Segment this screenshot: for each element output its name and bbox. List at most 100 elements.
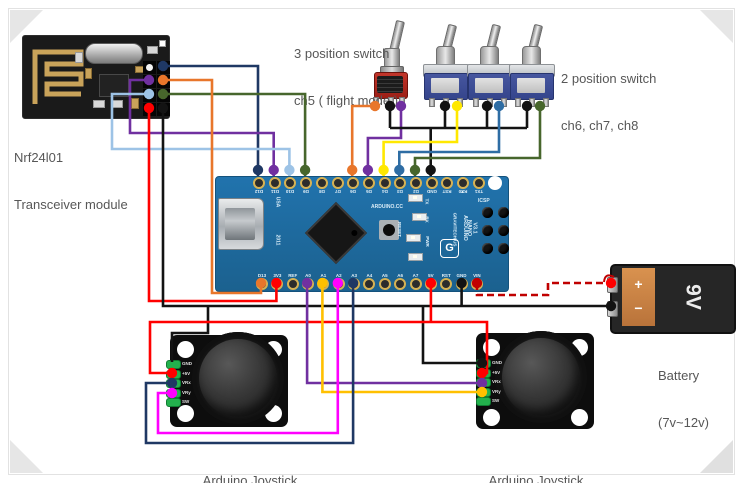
antenna-trace [32, 49, 84, 104]
nrf-pin-csn [143, 89, 156, 102]
arduino-pin-label-d8: D8 [318, 189, 325, 194]
silk-pwr: PWR [424, 236, 430, 247]
arduino-pin-gnd-hole [455, 278, 468, 290]
corner-fold-bottom-right [700, 440, 733, 473]
arduino-pin-d11-hole [268, 177, 281, 189]
joystick-pin-5v [476, 368, 491, 378]
arduino-pin-d2-hole [410, 177, 422, 189]
arduino-pin-a0-hole [302, 278, 315, 290]
arduino-pin-d4-hole [378, 177, 391, 189]
silk-year: 2011 [274, 234, 281, 246]
led-pwr [408, 253, 423, 261]
arduino-pin-d9-hole [300, 177, 313, 189]
arduino-pin-label-d9: D9 [303, 189, 309, 194]
arduino-pin-3v3-hole [271, 278, 284, 290]
nrf-pin-mosi [143, 75, 156, 88]
joystick-pin-sw [166, 398, 181, 408]
arduino-pin-label-rst: RST [441, 273, 451, 278]
silk-rx: RX [424, 216, 430, 223]
arduino-pin-label-a6: A6 [397, 273, 404, 278]
caption-battery-line2: (7v~12v) [658, 414, 709, 430]
arduino-pin-label-gnd: GND [426, 189, 437, 194]
arduino-pin-label-d5: D5 [366, 189, 372, 194]
joystick-pin-label: SW [182, 399, 190, 405]
caption-2pos-switch: 2 position switch ch6, ch7, ch8 [561, 40, 656, 164]
arduino-pin-label-rst: RST [442, 189, 452, 194]
arduino-pin-a4-hole [363, 278, 376, 290]
arduino-pin-d8-hole [315, 177, 328, 189]
arduino-pin-rst-hole [441, 177, 454, 189]
battery-9v: + − 9V [607, 264, 736, 334]
battery-voltage-label: 9V [681, 284, 705, 310]
nrf-pin-hole [143, 61, 156, 74]
joystick-pin-label: GND [182, 361, 192, 366]
arduino-pin-label-d13: D13 [257, 273, 267, 278]
arduino-nano-board: USA 2011 ARDUINO.CC RESET TX RX PWR GRAV… [215, 176, 509, 292]
joystick-pin-label: GND [492, 360, 502, 365]
arduino-pin-d5-hole [362, 177, 375, 189]
mini-usb-port [218, 198, 264, 250]
arduino-pin-label-d11: D11 [270, 189, 279, 194]
corner-fold-top-right [700, 10, 733, 43]
minus-sign: − [634, 300, 643, 316]
silk-brand: ARDUINO.CC [371, 204, 403, 210]
joystick-pin-label: SW [492, 398, 500, 404]
battery-positive-terminal [607, 277, 618, 293]
crystal-oscillator [85, 43, 143, 64]
nrf-pin-ce [157, 89, 170, 102]
arduino-pin-label-d6: D6 [350, 189, 357, 194]
joystick-pin-label: +5V [492, 369, 501, 375]
caption-3pos-line1: 3 position switch [294, 46, 390, 61]
nrf-chip [99, 74, 129, 97]
joystick-pin-label: VRx [492, 379, 501, 385]
corner-fold-bottom-left [10, 440, 43, 473]
arduino-pin-label-a3: A3 [351, 273, 357, 278]
joystick-pin-5v [166, 369, 181, 379]
arduino-pin-a6-hole [394, 278, 407, 290]
joystick-pin-vry [166, 388, 181, 398]
toggle-switch-ch7 [467, 23, 513, 107]
arduino-pin-label-a0: A0 [305, 273, 311, 278]
joystick-pin-vry [476, 387, 491, 397]
arduino-pin-ref-hole [286, 278, 299, 290]
caption-nrf-line1: Nrf24l01 [14, 150, 64, 165]
nrf-pin-gnd [157, 103, 170, 116]
arduino-pin-label-5v: 5V [428, 273, 434, 278]
arduino-pin-tx1-hole [472, 177, 485, 189]
arduino-pin-label-a7: A7 [412, 273, 419, 278]
arduino-pin-label-a2: A2 [335, 273, 342, 278]
page-border [8, 8, 735, 475]
arduino-pin-a1-hole [317, 278, 330, 290]
nrf-pin-miso [157, 75, 170, 88]
reset-button [383, 224, 395, 236]
joystick-pin-gnd [166, 360, 181, 369]
arduino-pin-d13-hole [256, 278, 268, 290]
arduino-pin-label-rx0: RX0 [458, 189, 468, 194]
arduino-pin-rst-hole [440, 278, 453, 290]
plus-sign: + [634, 276, 643, 292]
joystick-pin-label: +5V [182, 370, 191, 376]
arduino-pin-label-d10: D10 [286, 189, 295, 194]
caption-2pos-line2: ch6, ch7, ch8 [561, 117, 639, 133]
caption-battery: Battery (7v~12v) [658, 337, 709, 461]
arduino-pin-label-a1: A1 [320, 273, 327, 278]
joystick-pin-gnd [476, 359, 491, 368]
led-l [406, 234, 421, 242]
toggle-switch-ch8 [509, 23, 555, 107]
silk-tx: TX [424, 198, 430, 205]
arduino-pin-d7-hole [331, 177, 344, 189]
arduino-pin-d12-hole [253, 177, 265, 189]
arduino-pin-label-tx1: TX1 [474, 189, 483, 194]
arduino-pin-label-a5: A5 [381, 273, 388, 278]
joystick-knob [199, 339, 277, 417]
arduino-pin-d3-hole [394, 177, 407, 189]
caption-joystick-left: Arduino Joystick Vry : ch3, VRx : ch4 [170, 442, 330, 483]
arduino-pin-d6-hole [347, 177, 360, 189]
nrf-pin-vcc [143, 103, 156, 116]
arduino-pin-label-ref: REF [288, 273, 298, 278]
gravitech-logo: G [440, 239, 459, 258]
silk-reset: RESET [397, 221, 403, 238]
